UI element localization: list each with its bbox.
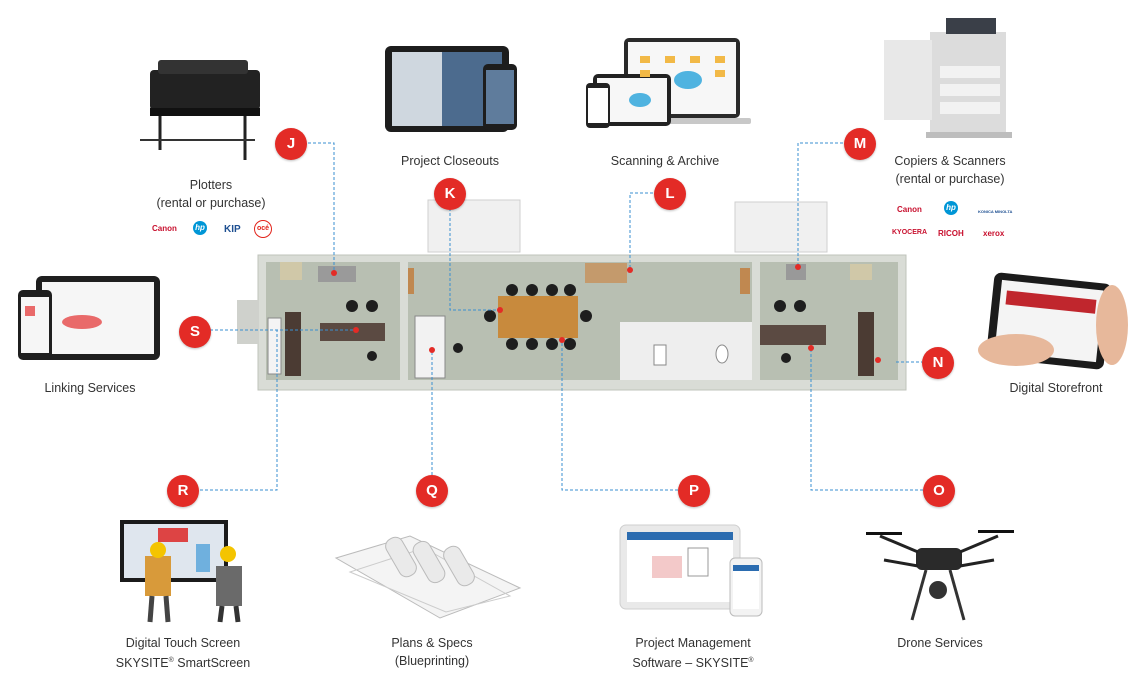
touchscreen-illustration xyxy=(120,520,242,623)
linking-label: Linking Services xyxy=(20,379,160,397)
konica-minolta-logo: KONICA MINOLTA xyxy=(978,209,1013,214)
touch-label: Digital Touch Screen SKYSITE® SmartScree… xyxy=(103,634,263,672)
kip-logo: KIP xyxy=(224,224,241,235)
linking-title: Linking Services xyxy=(44,381,136,395)
ricoh-logo: RICOH xyxy=(938,229,964,238)
plotters-title: Plotters xyxy=(189,178,233,192)
closeouts-label: Project Closeouts xyxy=(380,152,520,170)
plans-subtitle: (Blueprinting) xyxy=(394,654,470,668)
plotters-subtitle: (rental or purchase) xyxy=(156,196,266,210)
touch-subtitle: SKYSITE® SmartScreen xyxy=(115,656,251,671)
pm-title: Project Management xyxy=(635,636,751,650)
plans-title: Plans & Specs xyxy=(391,636,473,650)
canon-logo-copiers: Canon xyxy=(897,205,922,214)
copiers-subtitle: (rental or purchase) xyxy=(895,172,1005,186)
drone-illustration xyxy=(866,530,1014,621)
pm-subtitle: Software – SKYSITE® xyxy=(632,656,754,671)
copier-illustration xyxy=(884,18,1012,138)
copiers-title: Copiers & Scanners xyxy=(894,154,1006,168)
badge-o[interactable]: O xyxy=(923,475,955,507)
scanning-label: Scanning & Archive xyxy=(595,152,735,170)
scanning-devices-illustration xyxy=(586,38,751,128)
badge-k[interactable]: K xyxy=(434,178,466,210)
copier-sketch xyxy=(734,201,828,253)
storefront-label: Digital Storefront xyxy=(986,379,1126,397)
badge-s[interactable]: S xyxy=(179,316,211,348)
storefront-title: Digital Storefront xyxy=(1009,381,1103,395)
desk-right xyxy=(760,325,826,345)
badge-l[interactable]: L xyxy=(654,178,686,210)
closeouts-tablet-illustration xyxy=(385,46,517,132)
oce-logo: océ xyxy=(254,220,272,238)
badge-m[interactable]: M xyxy=(844,128,876,160)
drone-label: Drone Services xyxy=(870,634,1010,652)
conference-table xyxy=(498,296,578,338)
hp-logo-copiers: hp xyxy=(944,201,958,215)
kyocera-logo: KYOCERA xyxy=(892,229,928,236)
desk-left xyxy=(320,323,385,341)
drone-title: Drone Services xyxy=(897,636,983,650)
pm-label: Project Management Software – SKYSITE® xyxy=(613,634,773,672)
badge-r[interactable]: R xyxy=(167,475,199,507)
touch-title: Digital Touch Screen xyxy=(125,636,241,650)
badge-j[interactable]: J xyxy=(275,128,307,160)
linking-devices-illustration xyxy=(18,276,160,360)
canon-logo: Canon xyxy=(152,224,177,233)
badge-p[interactable]: P xyxy=(678,475,710,507)
hp-logo: hp xyxy=(193,221,207,235)
badge-q[interactable]: Q xyxy=(416,475,448,507)
copiers-label: Copiers & Scanners (rental or purchase) xyxy=(880,152,1020,188)
plotters-label: Plotters (rental or purchase) xyxy=(141,176,281,212)
blueprints-illustration xyxy=(334,535,522,619)
xerox-logo: xerox xyxy=(983,229,1005,238)
plotter-illustration xyxy=(140,60,260,160)
office-floorplan xyxy=(237,199,907,391)
closeouts-title: Project Closeouts xyxy=(401,154,499,168)
plans-label: Plans & Specs (Blueprinting) xyxy=(362,634,502,670)
storefront-tablet-illustration xyxy=(978,272,1128,370)
scanning-title: Scanning & Archive xyxy=(610,154,720,168)
badge-n[interactable]: N xyxy=(922,347,954,379)
pm-software-illustration xyxy=(619,524,763,617)
